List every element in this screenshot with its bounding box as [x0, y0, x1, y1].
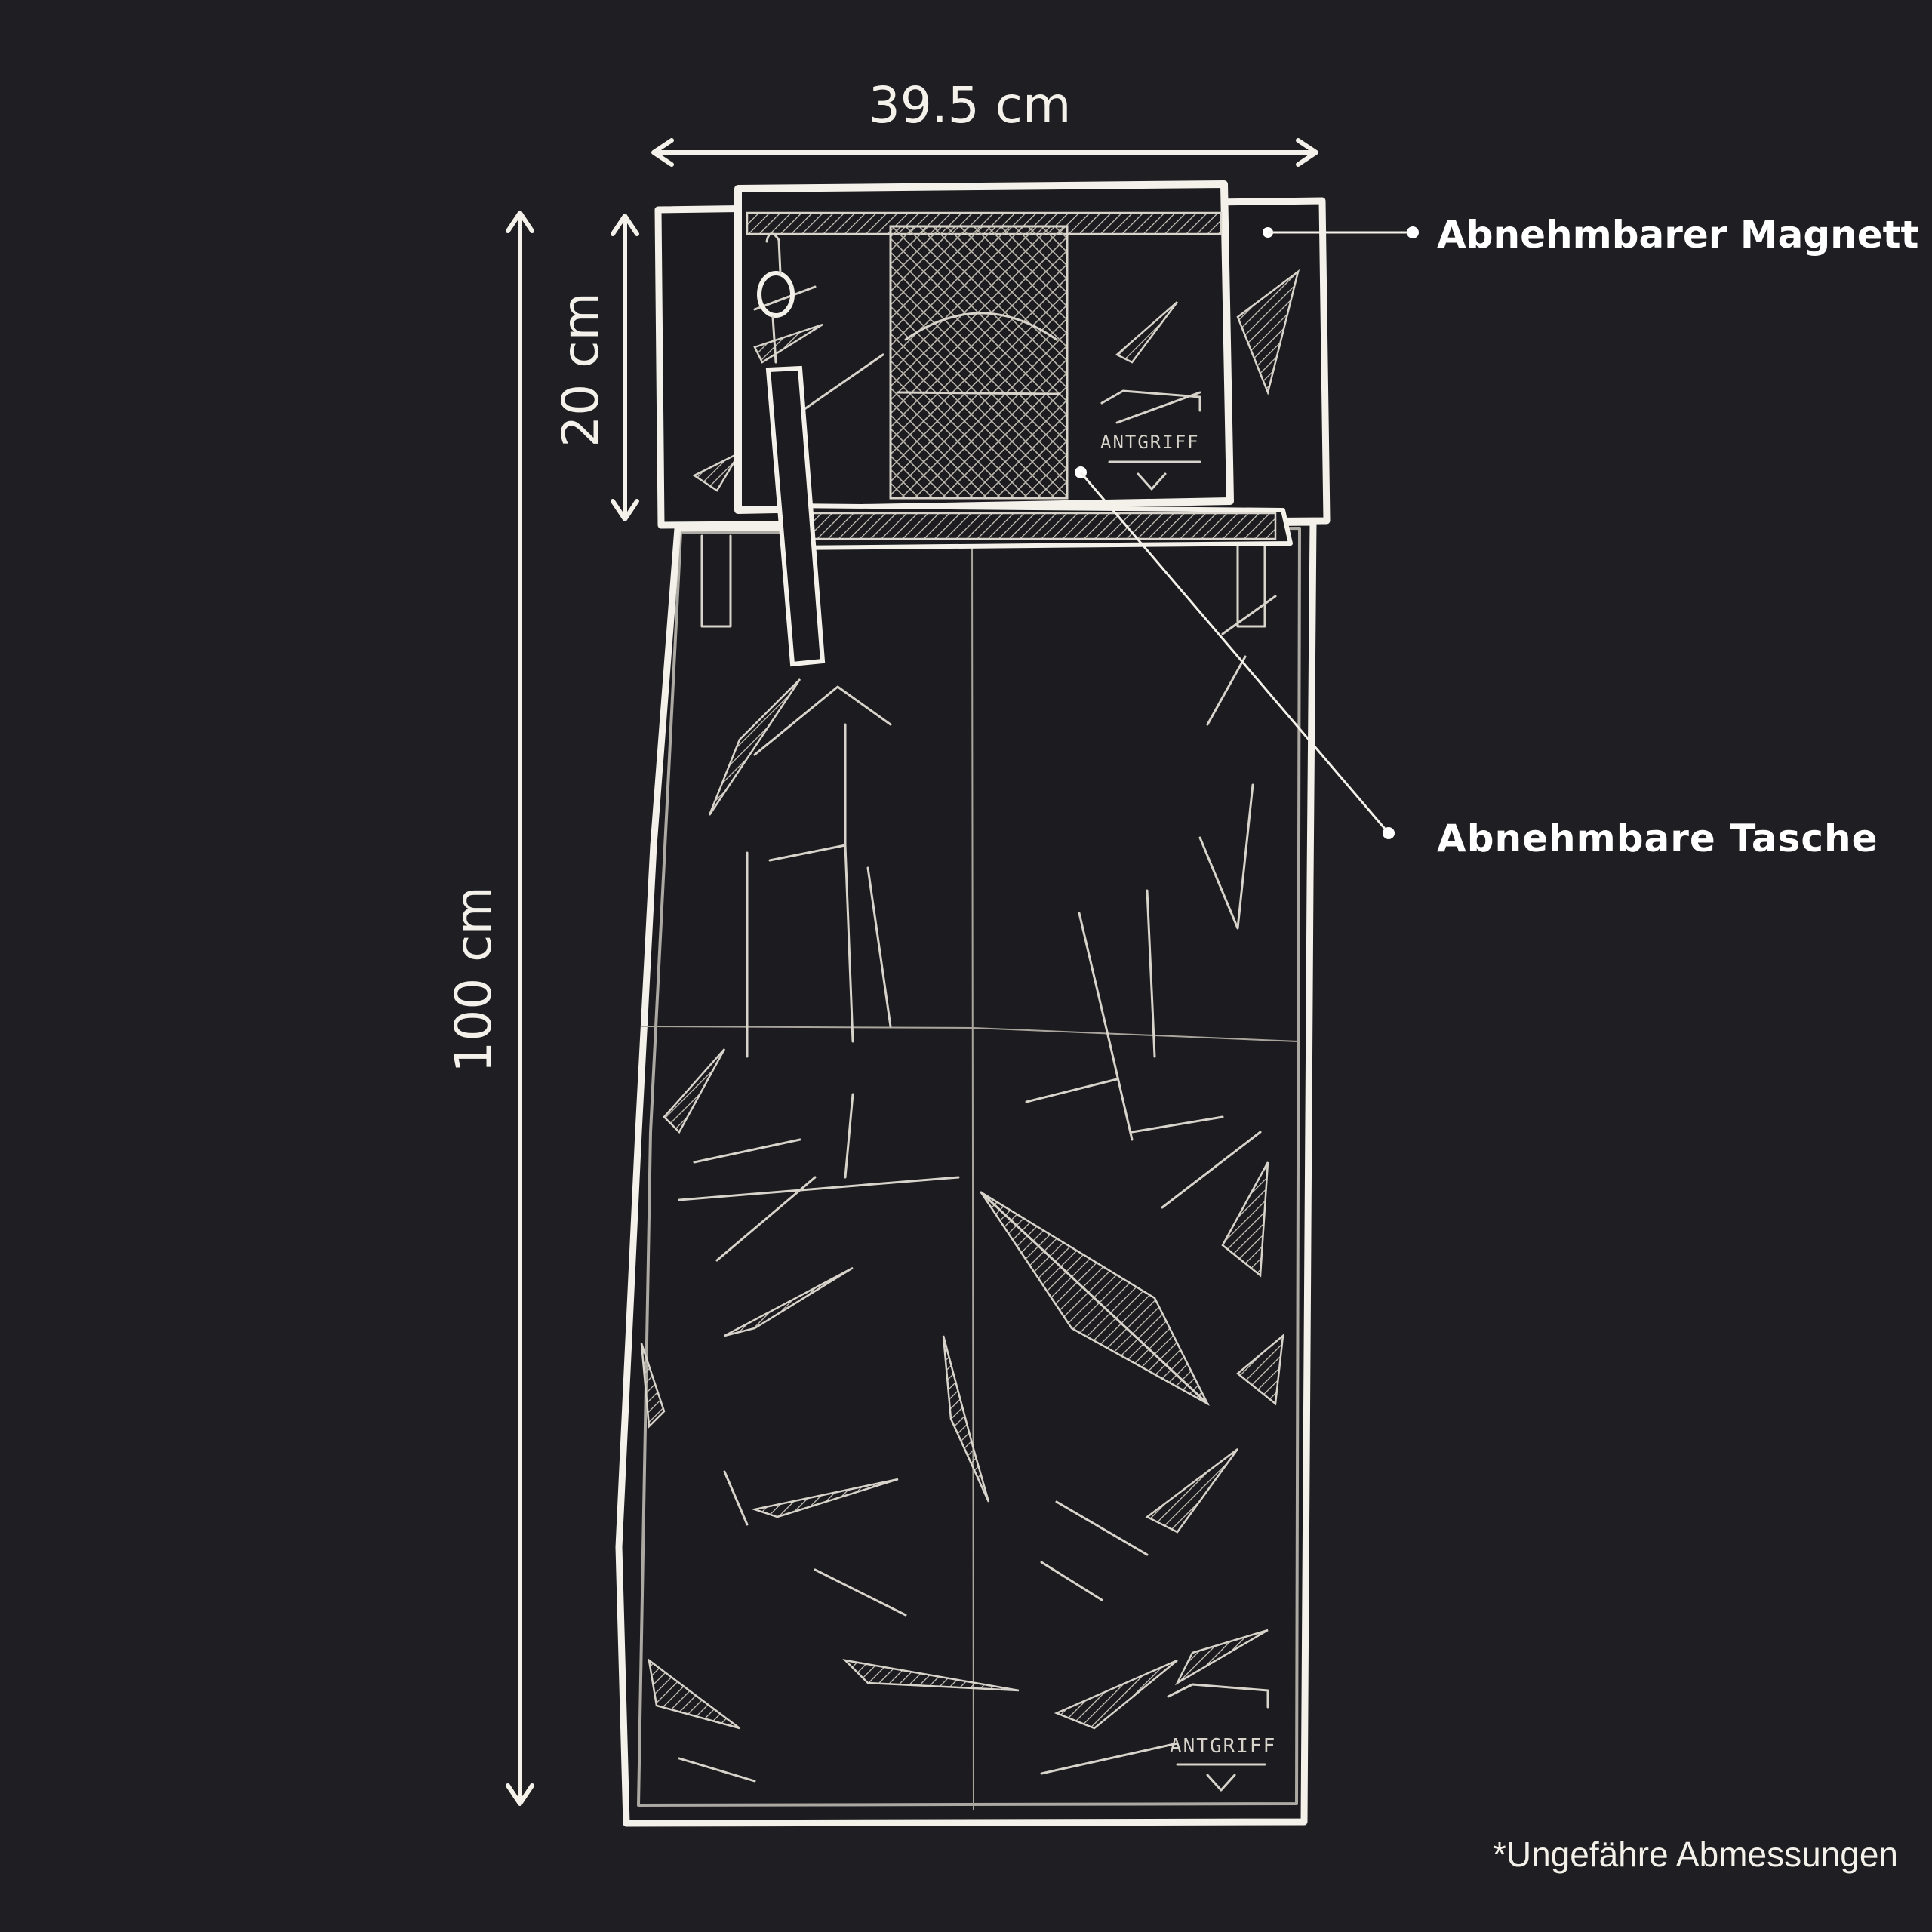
pillow-logo-text: ANTGRIFF — [1100, 432, 1200, 453]
pillow-height-label: 20 cm — [552, 292, 610, 448]
carabiner-strap — [757, 232, 826, 667]
callout-pocket-label: Abnehmbare Tasche — [1437, 817, 1878, 860]
towel-logo-text: ANTGRIFF — [1170, 1735, 1276, 1758]
width-dimension: 39.5 cm — [651, 76, 1318, 167]
length-dimension: 100 cm — [445, 211, 534, 1806]
pillow-height-dimension: 20 cm — [552, 214, 639, 521]
callout-pocket: Abnehmbare Tasche — [1075, 466, 1878, 860]
leaf-pattern — [640, 269, 1300, 1783]
length-label: 100 cm — [445, 886, 503, 1073]
pillow-logo: ANTGRIFF — [1100, 389, 1201, 491]
approximate-dimensions-note: *Ungefähre Abmessungen — [1492, 1835, 1898, 1874]
towel-logo: ANTGRIFF — [1167, 1683, 1276, 1792]
towel-straps — [700, 527, 1266, 628]
width-label: 39.5 cm — [869, 76, 1072, 134]
pillow-pocket: ANTGRIFF — [734, 180, 1293, 667]
callout-magnet-label: Abnehmbarer Magnett — [1437, 213, 1918, 257]
callout-magnet: Abnehmbarer Magnett — [1263, 213, 1918, 257]
